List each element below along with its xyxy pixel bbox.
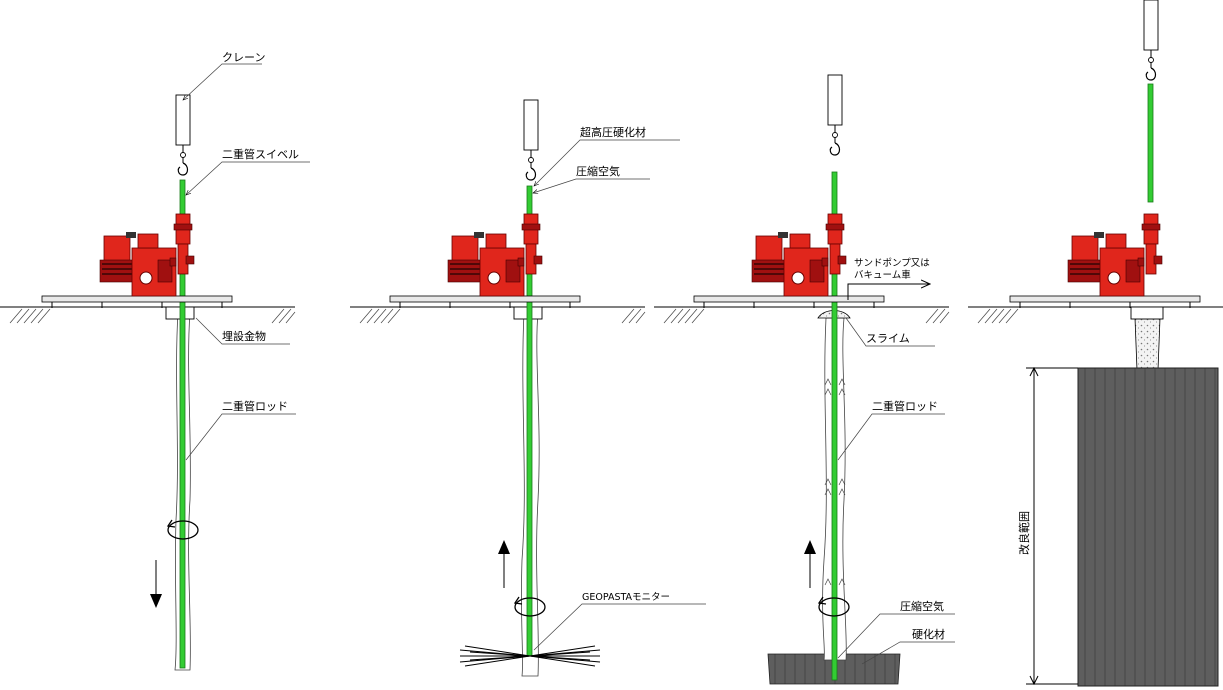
- double-rod: [179, 179, 186, 669]
- hatching-ground-icon: [653, 306, 950, 324]
- label-pump-line2: バキューム車: [854, 269, 911, 281]
- label-pump-line1: サンドポンプ又は: [854, 258, 930, 269]
- hatching-ground-icon: [0, 306, 296, 324]
- stage-3-extraction: サンドポンプ又は バキューム車 スライム 二重管ロッド 圧縮空気 硬化材: [653, 74, 955, 685]
- label-range: 改良範囲: [1017, 511, 1031, 555]
- grout-machine: [41, 213, 233, 309]
- crane-hook-icon: [827, 74, 843, 156]
- buried-fitting: [1130, 306, 1164, 320]
- double-rod: [831, 171, 838, 681]
- rotation-arrow-icon: [818, 597, 850, 617]
- improved-column: [1077, 367, 1219, 687]
- double-rod: [1147, 83, 1154, 203]
- label-rod: 二重管ロッド: [872, 399, 938, 413]
- grout-machine: [1009, 213, 1201, 309]
- hatching-ground-icon: [349, 306, 646, 324]
- rotation-arrow-icon: [514, 597, 546, 617]
- crane-hook-icon: [175, 94, 191, 176]
- crane-hook-icon: [523, 99, 539, 181]
- label-slime: スライム: [866, 332, 910, 345]
- hatching-ground-icon: [967, 306, 1223, 324]
- label-hardener: 硬化材: [912, 627, 945, 641]
- stage-2-injection: 超高圧硬化材 圧縮空気 GEOPASTAモニター: [349, 99, 706, 677]
- jet-spray: [459, 645, 601, 667]
- grout-machine: [389, 213, 581, 309]
- rotation-arrow-icon: [167, 520, 199, 540]
- label-hardener: 超高圧硬化材: [580, 125, 646, 139]
- label-swivel: 二重管スイベル: [222, 147, 299, 161]
- crane-hook-icon: [1143, 0, 1159, 81]
- label-crane: クレーン: [222, 51, 265, 64]
- label-air: 圧縮空気: [900, 599, 944, 613]
- stage-1-drilling: クレーン 二重管スイベル 埋設金物 二重管ロッド: [0, 51, 310, 671]
- label-air: 圧縮空気: [576, 164, 620, 178]
- label-buried-fitting: 埋設金物: [222, 329, 266, 343]
- label-monitor: GEOPASTAモニター: [582, 592, 670, 603]
- label-rod: 二重管ロッド: [222, 399, 288, 413]
- discharge-arrow: [847, 284, 930, 300]
- stage-4-completed: 改良範囲: [967, 0, 1223, 687]
